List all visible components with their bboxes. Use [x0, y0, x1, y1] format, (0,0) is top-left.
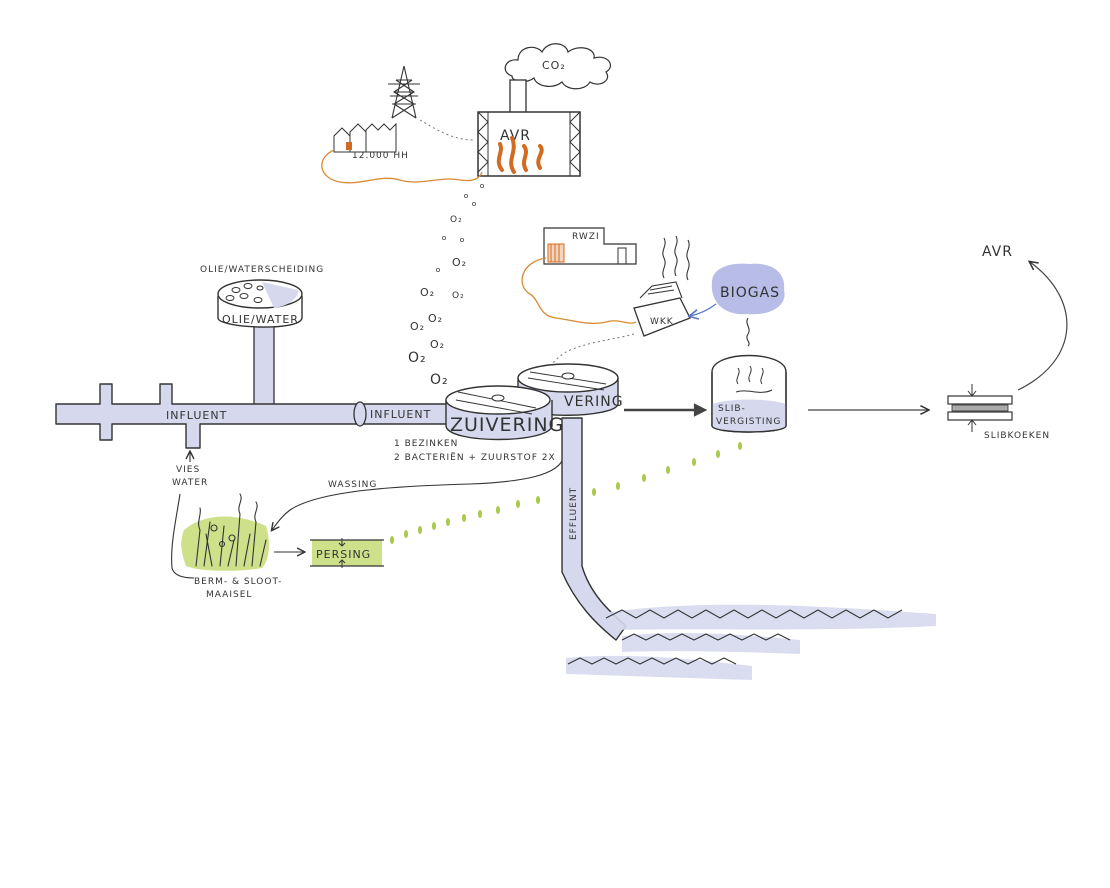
- o2-label: O₂: [452, 291, 465, 301]
- slibkoeken-label: SLIBKOEKEN: [984, 431, 1050, 441]
- houses-icon: [333, 122, 397, 153]
- avr-plant: CO₂ AVR: [477, 43, 611, 177]
- step-2-label: 2 BACTERIËN + ZUURSTOF 2X: [394, 452, 556, 463]
- o2-label: O₂: [428, 312, 443, 325]
- sludge-digester: SLIB- VERGISTING: [711, 354, 787, 433]
- avr-building: [477, 111, 581, 177]
- vering-label: VERING: [564, 394, 624, 410]
- oil-water-title: OLIE/WATERSCHEIDING: [200, 265, 324, 275]
- co2-label: CO₂: [542, 59, 566, 72]
- purification-tanks: VERING ZUIVERING: [445, 363, 624, 441]
- biogas-cloud: BIOGAS: [690, 263, 785, 347]
- smoke-cloud-icon: [504, 43, 611, 90]
- wassing-label: WASSING: [328, 480, 377, 490]
- green-drops: [390, 442, 742, 544]
- vies-water-line: [171, 493, 195, 579]
- biogas-to-wkk-arrow: [690, 303, 717, 316]
- power-cable-rwzi: [521, 257, 637, 324]
- biogas-label: BIOGAS: [720, 285, 780, 301]
- grass-plants-icon: [181, 493, 269, 571]
- o2-label: O₂: [430, 372, 449, 388]
- zuivering-label: ZUIVERING: [450, 414, 564, 436]
- press-to-avr-arrow: [1017, 262, 1068, 391]
- berm-label-1: BERM- & SLOOT-: [194, 577, 282, 587]
- oxygen-bubbles: O₂ O₂ O₂ O₂ O₂ O₂ O₂ O₂ O₂: [408, 183, 485, 388]
- digester-label-2: VERGISTING: [716, 417, 781, 427]
- wkk-engine: WKK: [633, 235, 691, 337]
- vies-water-label-1: VIES: [176, 465, 200, 475]
- vies-water-label-2: WATER: [172, 478, 208, 488]
- sludge-cake-press: SLIBKOEKEN: [947, 384, 1050, 441]
- wassing-arrow: [272, 455, 565, 530]
- digester-label-1: SLIB-: [718, 404, 746, 414]
- o2-label: O₂: [420, 286, 435, 299]
- rwzi-label: RWZI: [572, 232, 600, 242]
- o2-label: O₂: [450, 215, 463, 225]
- berm-label-2: MAAISEL: [206, 590, 252, 600]
- zuivering-tank: ZUIVERING: [445, 385, 564, 441]
- heat-waves-icon: [662, 235, 690, 281]
- persing-press: PERSING: [310, 538, 384, 568]
- step-1-label: 1 BEZINKEN: [394, 439, 458, 449]
- surface-water: [566, 604, 936, 680]
- power-pylon-icon: [388, 65, 420, 119]
- fire-icon: [496, 136, 544, 174]
- o2-label: O₂: [452, 256, 467, 269]
- oil-water-separator: OLIE/WATERSCHEIDING OLIE/WATER: [200, 265, 324, 411]
- power-cable-households: [321, 149, 483, 184]
- effluent-label: EFFLUENT: [569, 487, 579, 540]
- pipe-coupling: [353, 401, 367, 427]
- oil-water-tank-label: OLIE/WATER: [222, 313, 299, 326]
- avr-to-grid-cable: [419, 119, 475, 141]
- persing-label: PERSING: [316, 548, 371, 561]
- o2-label: O₂: [408, 350, 427, 366]
- wkk-label: WKK: [650, 317, 674, 327]
- influent-label-2: INFLUENT: [370, 408, 431, 421]
- influent-label-1: INFLUENT: [166, 409, 227, 422]
- effluent-pipe: EFFLUENT: [561, 417, 627, 641]
- chimney: [509, 79, 527, 115]
- separator-pipe-vertical: [253, 323, 275, 411]
- avr-plant-label: AVR: [500, 128, 531, 144]
- rwzi-building: RWZI: [543, 227, 637, 265]
- heater-icon: [547, 243, 565, 263]
- o2-label: O₂: [410, 320, 425, 333]
- avr-right-label: AVR: [982, 244, 1013, 260]
- o2-label: O₂: [430, 338, 445, 351]
- households-label: 12.000 HH: [352, 151, 409, 161]
